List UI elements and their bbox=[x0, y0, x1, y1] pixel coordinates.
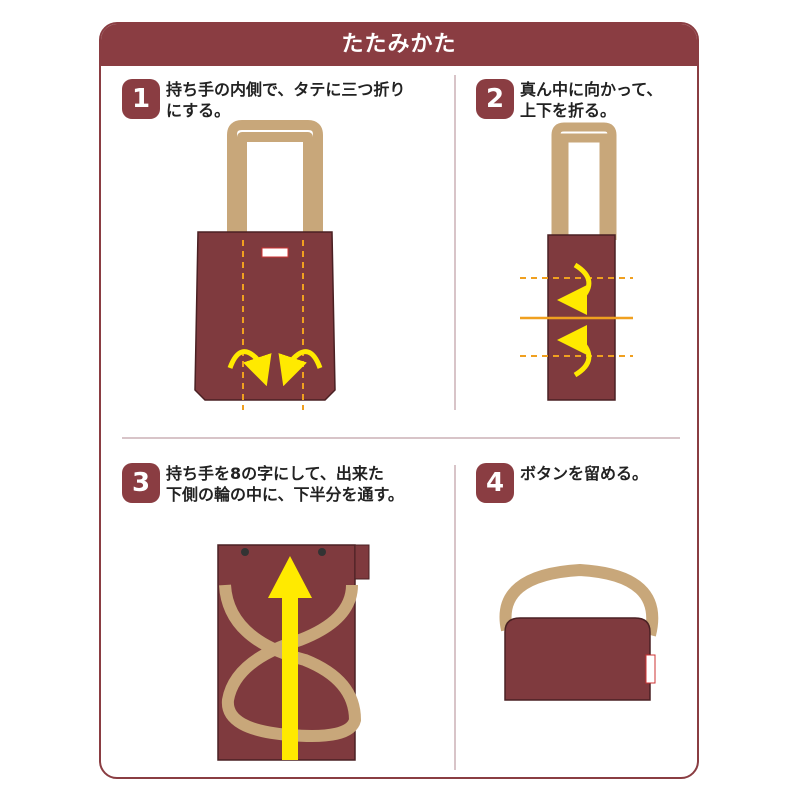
divider bbox=[454, 75, 456, 410]
divider bbox=[122, 437, 680, 439]
fold-arrow-icon bbox=[557, 262, 592, 315]
step-number-badge: 4 bbox=[476, 463, 514, 503]
step-2: 2 真ん中に向かって、 上下を折る。 bbox=[476, 79, 662, 121]
step-text: 真ん中に向かって、 上下を折る。 bbox=[520, 80, 663, 120]
step-number-badge: 3 bbox=[122, 463, 160, 503]
bag-illustration-step-3 bbox=[217, 544, 370, 761]
folding-instructions-card: たたみかた bbox=[99, 22, 699, 779]
page-title: たたみかた bbox=[101, 24, 697, 66]
bag-illustration-step-4 bbox=[499, 563, 659, 701]
tag bbox=[354, 544, 370, 580]
bag-illustration-step-1 bbox=[194, 120, 336, 410]
bag-handle bbox=[499, 563, 659, 637]
bag-handle bbox=[227, 120, 323, 235]
fold-arrow-icon bbox=[557, 325, 592, 378]
fold-arrow-icon bbox=[227, 349, 272, 387]
button bbox=[318, 548, 326, 556]
step-number-badge: 1 bbox=[122, 79, 160, 119]
step-text: 持ち手を8の字にして、出来た 下側の輪の中に、下半分を通す。 bbox=[166, 464, 404, 504]
step-number-badge: 2 bbox=[476, 79, 514, 119]
step-1: 1 持ち手の内側で、タテに三つ折り にする。 bbox=[122, 79, 405, 121]
step-text: 持ち手の内側で、タテに三つ折り にする。 bbox=[166, 80, 406, 120]
thermos-logo bbox=[261, 247, 289, 258]
button bbox=[241, 548, 249, 556]
step-text: ボタンを留める。 bbox=[520, 464, 649, 483]
bag-body bbox=[504, 617, 651, 701]
step-4: 4 ボタンを留める。 bbox=[476, 463, 648, 503]
fold-arrow-icon bbox=[278, 349, 323, 387]
bag-illustration-step-2 bbox=[520, 122, 633, 401]
step-3: 3 持ち手を8の字にして、出来た 下側の輪の中に、下半分を通す。 bbox=[122, 463, 404, 505]
thermos-logo bbox=[645, 654, 656, 684]
divider bbox=[454, 465, 456, 770]
